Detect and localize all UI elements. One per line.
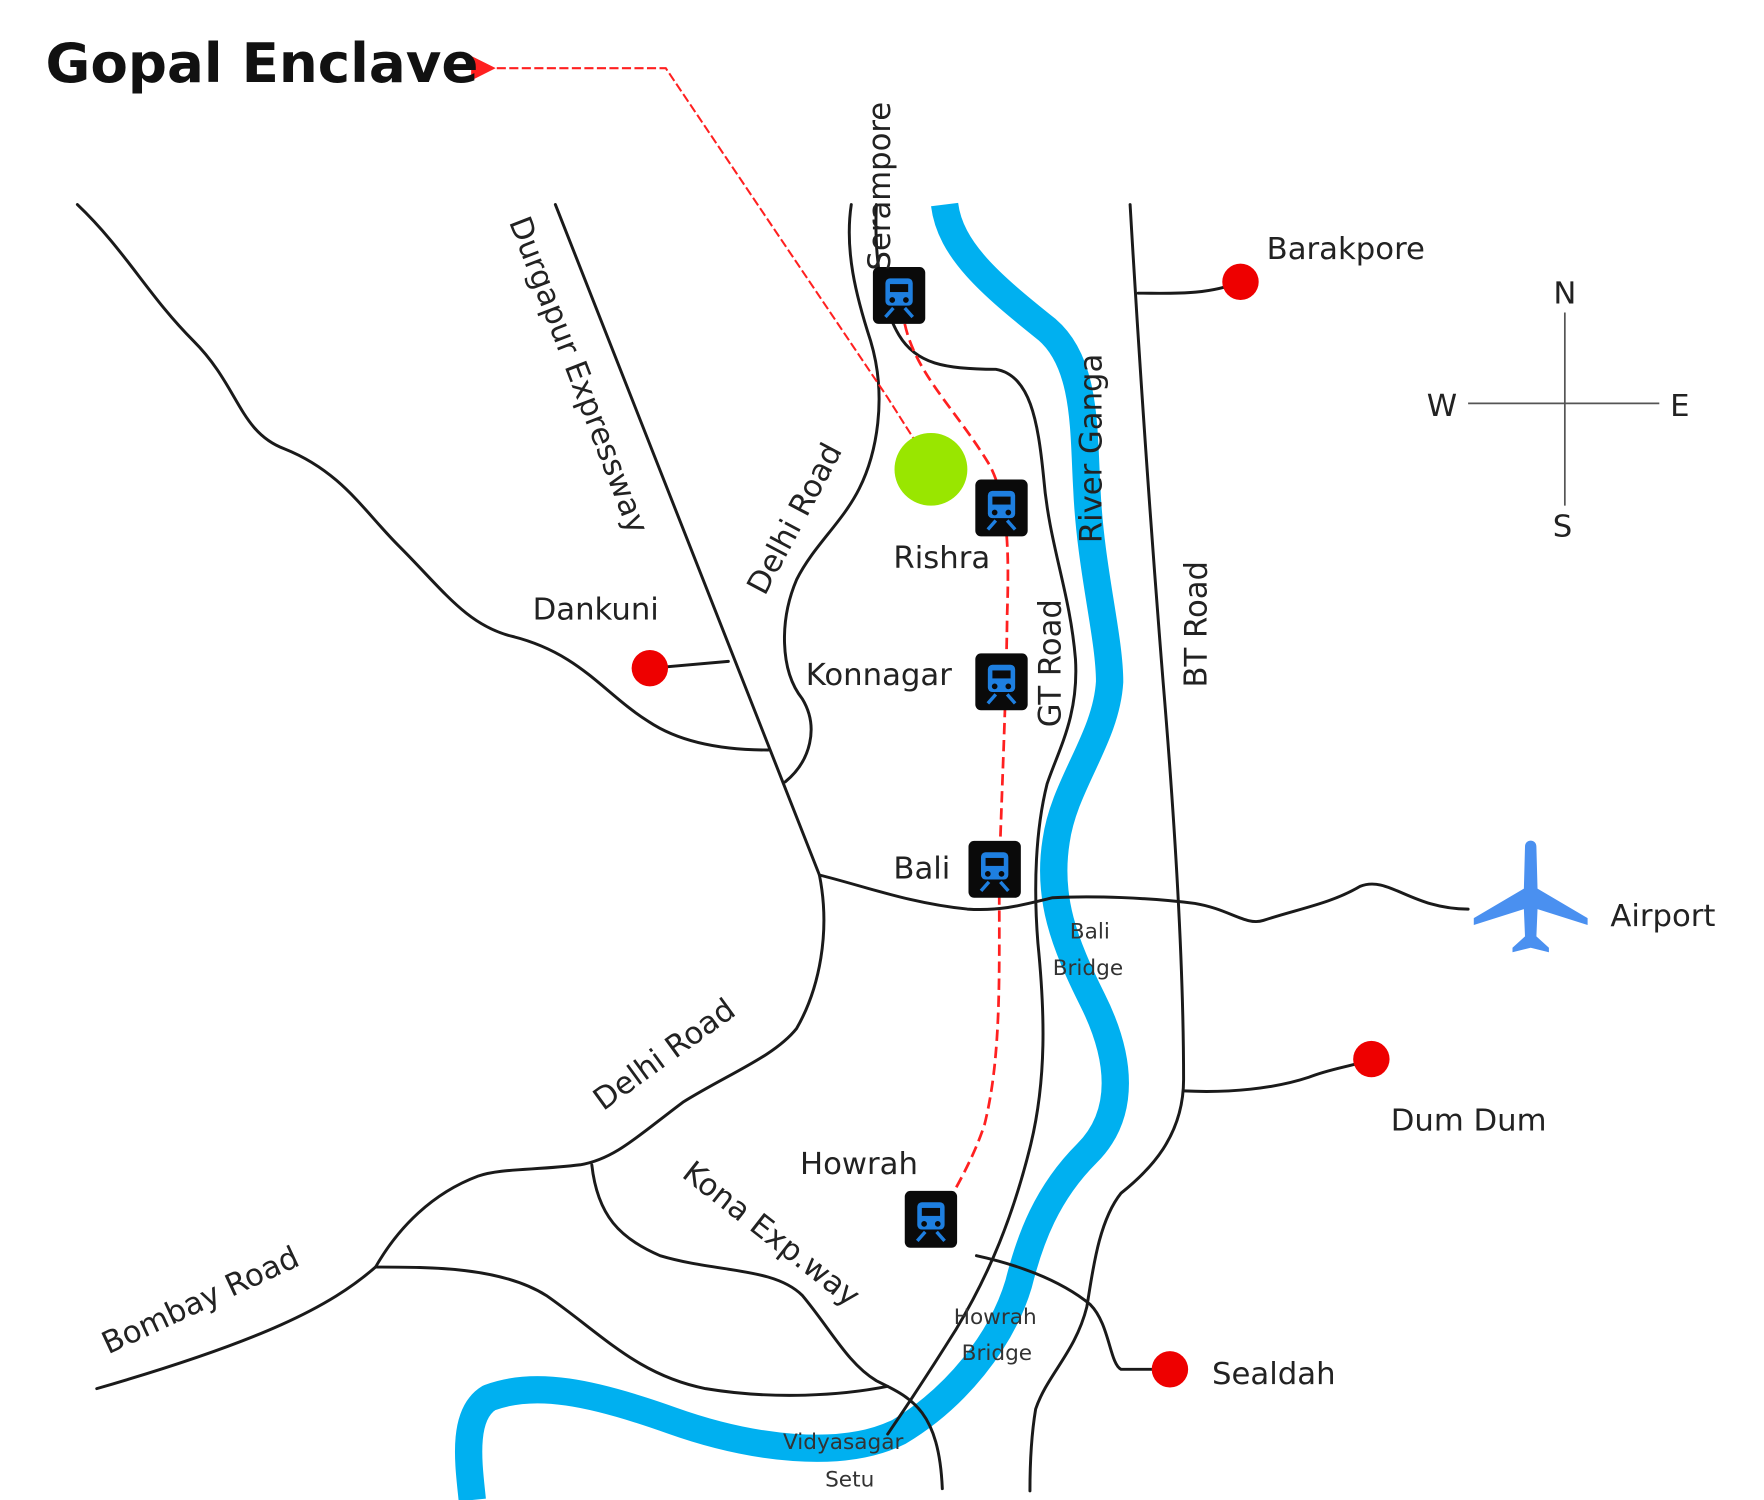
compass-south: S (1553, 509, 1572, 544)
river-label: River Ganga (1075, 354, 1110, 543)
delhi-road-south (95, 873, 826, 1391)
delhi-road-north (783, 203, 881, 784)
place-label-dum-dum: Dum Dum (1391, 1104, 1547, 1139)
compass-north: N (1553, 276, 1576, 311)
bridge-label-bali-1: Bali (1070, 920, 1110, 945)
howrah-bridge-road (974, 1254, 1172, 1371)
kona-expressway (590, 1163, 944, 1491)
station-icon-serampore[interactable] (871, 265, 927, 326)
bt-road (1028, 203, 1186, 1493)
road-label-delhi-road-north: Delhi Road (741, 438, 850, 601)
railway-line (903, 323, 1010, 1206)
bridge-label-howrah-1: Howrah (954, 1305, 1037, 1330)
place-label-dankuni: Dankuni (533, 592, 659, 627)
station-label-serampore: Serampore (863, 102, 898, 271)
station-label-rishra: Rishra (893, 541, 990, 576)
road-label-bombay-road: Bombay Road (97, 1240, 305, 1362)
compass-west: W (1427, 389, 1457, 424)
place-label-sealdah: Sealdah (1212, 1357, 1336, 1392)
road-label-bt-road: BT Road (1179, 561, 1214, 687)
station-icon-howrah[interactable] (903, 1189, 959, 1250)
road-label-delhi-road-south: Delhi Road (587, 992, 742, 1118)
station-icon-bali[interactable] (966, 839, 1023, 900)
bali-airport-road (817, 873, 1470, 924)
station-icon-rishra[interactable] (973, 477, 1030, 539)
place-markers (631, 263, 1390, 1388)
station-icon-konnagar[interactable] (973, 651, 1030, 712)
place-label-airport: Airport (1610, 899, 1715, 934)
durgapur-expressway (553, 203, 821, 877)
place-label-barakpore: Barakpore (1267, 232, 1425, 267)
gt-road (874, 203, 1078, 1436)
compass: N S W E (1427, 276, 1690, 544)
barakpore-marker[interactable] (1222, 263, 1259, 300)
airplane-icon[interactable] (1473, 840, 1588, 953)
site-pointer-arrow (471, 55, 932, 467)
site-marker[interactable] (894, 432, 968, 506)
sealdah-marker[interactable] (1151, 1351, 1189, 1388)
lower-road (374, 1265, 890, 1397)
bridge-label-vidyasagar-1: Vidyasagar (783, 1430, 904, 1455)
site-title: Gopal Enclave (46, 31, 479, 95)
compass-east: E (1670, 389, 1689, 424)
dankuni-marker[interactable] (631, 650, 669, 687)
road-label-gt-road: GT Road (1034, 599, 1069, 727)
dum-dum-link (1182, 1057, 1373, 1093)
bridge-label-howrah-2: Bridge (962, 1341, 1032, 1366)
station-label-howrah: Howrah (800, 1147, 918, 1182)
bridge-label-bali-2: Bridge (1053, 956, 1123, 981)
dum-dum-marker[interactable] (1353, 1040, 1390, 1078)
station-label-konnagar: Konnagar (806, 658, 952, 693)
station-label-bali: Bali (893, 851, 950, 886)
west-road (75, 203, 770, 752)
roads (75, 203, 1470, 1493)
river-ganga (455, 202, 1129, 1500)
bridge-label-vidyasagar-2: Setu (825, 1467, 874, 1492)
